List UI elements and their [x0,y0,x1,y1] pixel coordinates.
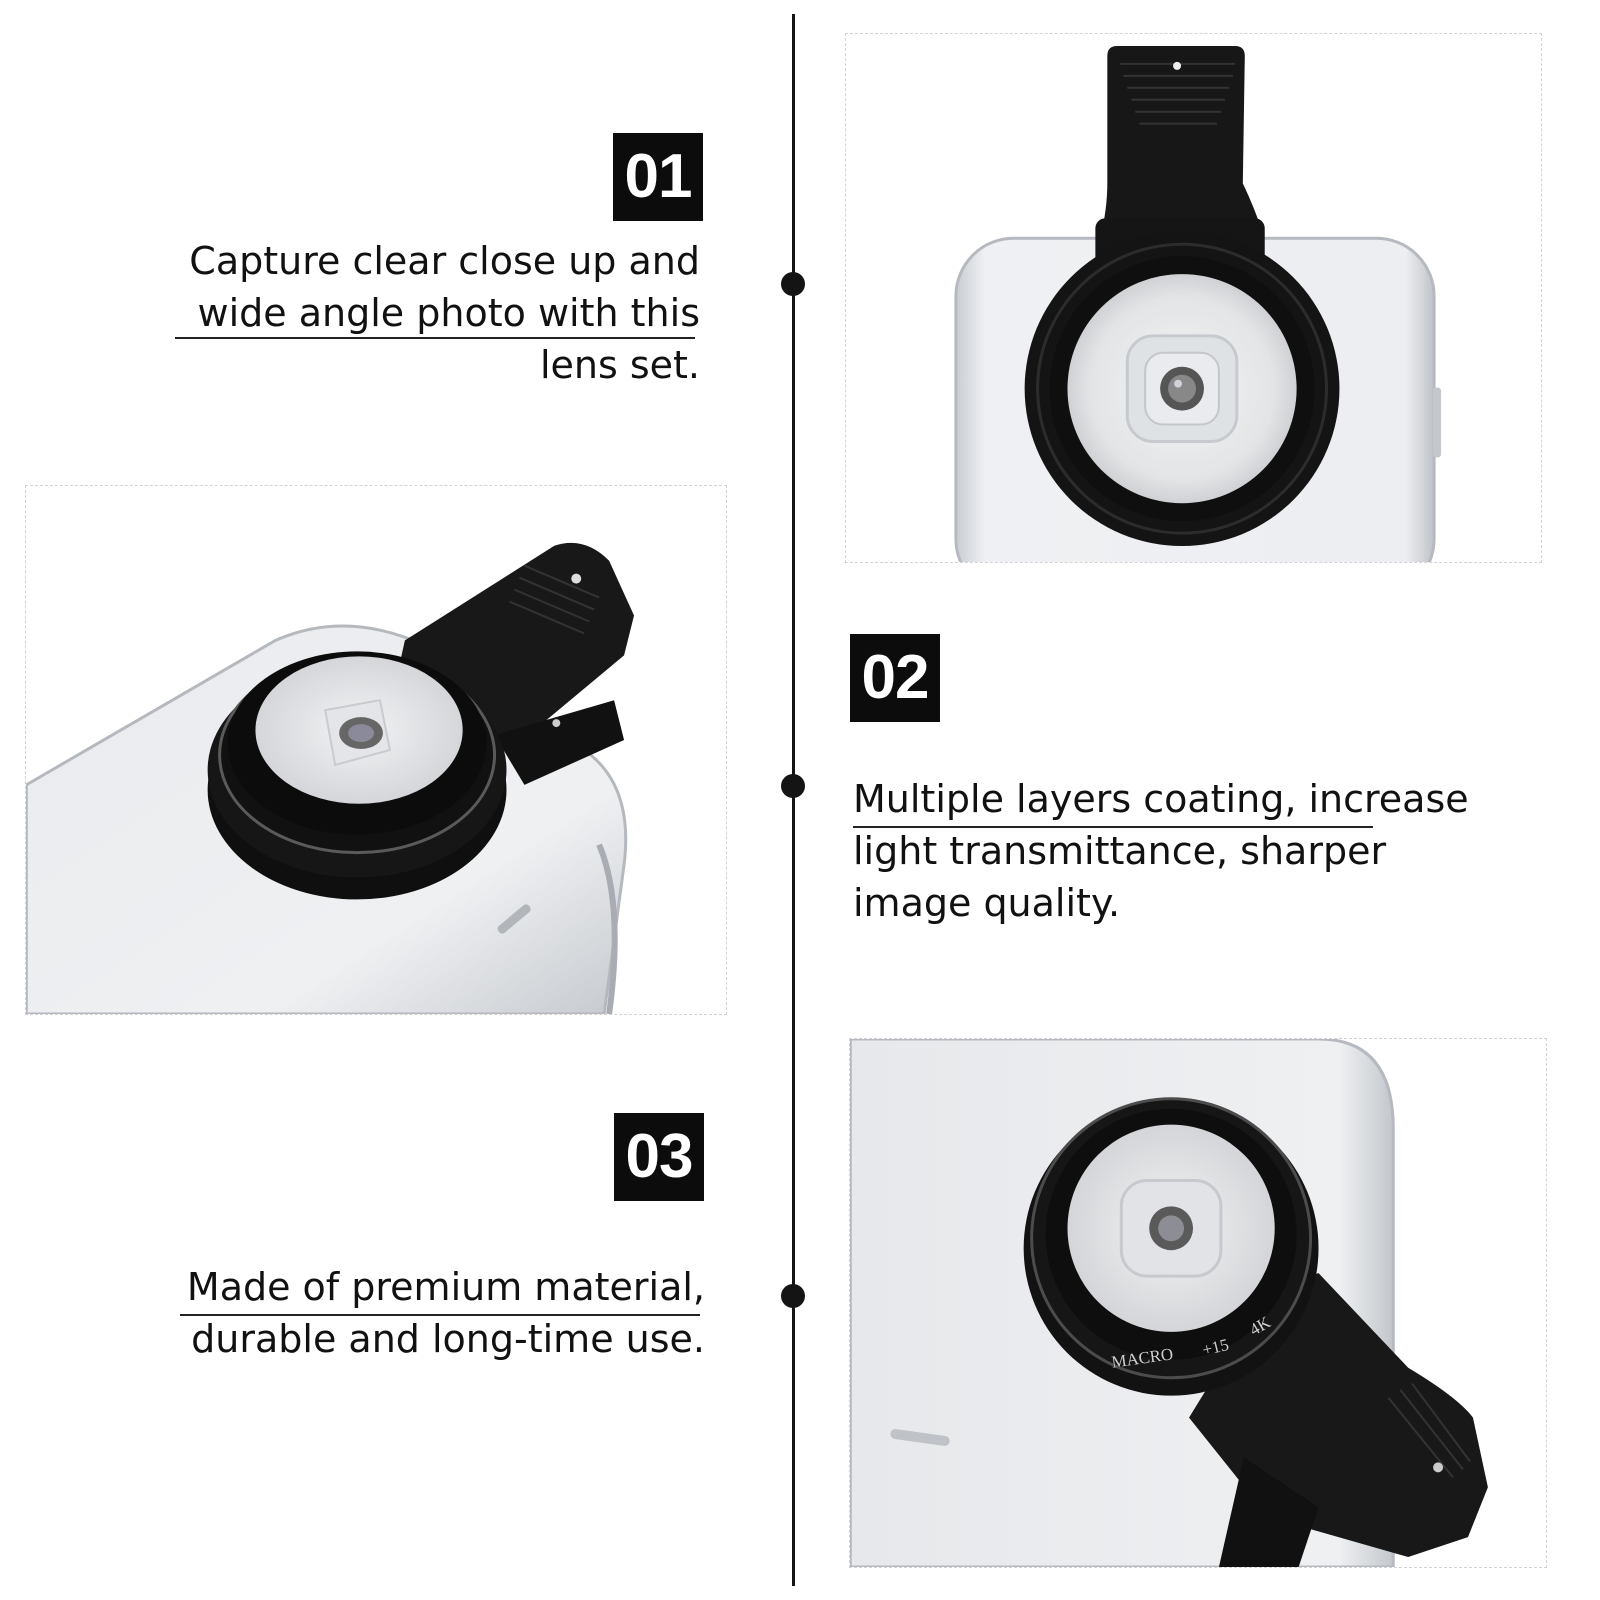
feature-text-line: wide angle photo with this [197,291,700,335]
underline-rule [853,826,1373,828]
product-photo [954,45,1442,562]
feature-text-line: Made of premium material, [186,1265,705,1309]
product-photo [26,542,635,1014]
timeline-dot [781,774,805,798]
underline-rule [175,337,695,339]
product-photo: MACRO +15 4K [850,1039,1488,1567]
feature-text-line: Capture clear close up and [189,239,700,283]
lens-photo-macro: MACRO +15 4K [849,1038,1547,1568]
feature-text-line: image quality. [853,881,1121,925]
feature-description: Multiple layers coating, increase light … [853,773,1573,929]
lens-photo-angled [25,485,727,1015]
timeline-dot [781,1284,805,1308]
feature-text-line: light transmittance, sharper [853,829,1387,873]
feature-number-badge: 03 [614,1113,704,1201]
timeline-line [792,14,795,1586]
timeline-dot [781,272,805,296]
lens-photo-front [845,33,1542,563]
feature-text-line: lens set. [539,343,700,387]
feature-text-line: Multiple layers coating, increase [853,777,1469,821]
underline-rule [180,1314,700,1316]
feature-description: Made of premium material, durable and lo… [145,1261,705,1365]
feature-number-badge: 01 [613,133,703,221]
feature-text-line: durable and long-time use. [191,1317,705,1361]
feature-number-badge: 02 [850,634,940,722]
feature-description: Capture clear close up and wide angle ph… [140,235,700,391]
